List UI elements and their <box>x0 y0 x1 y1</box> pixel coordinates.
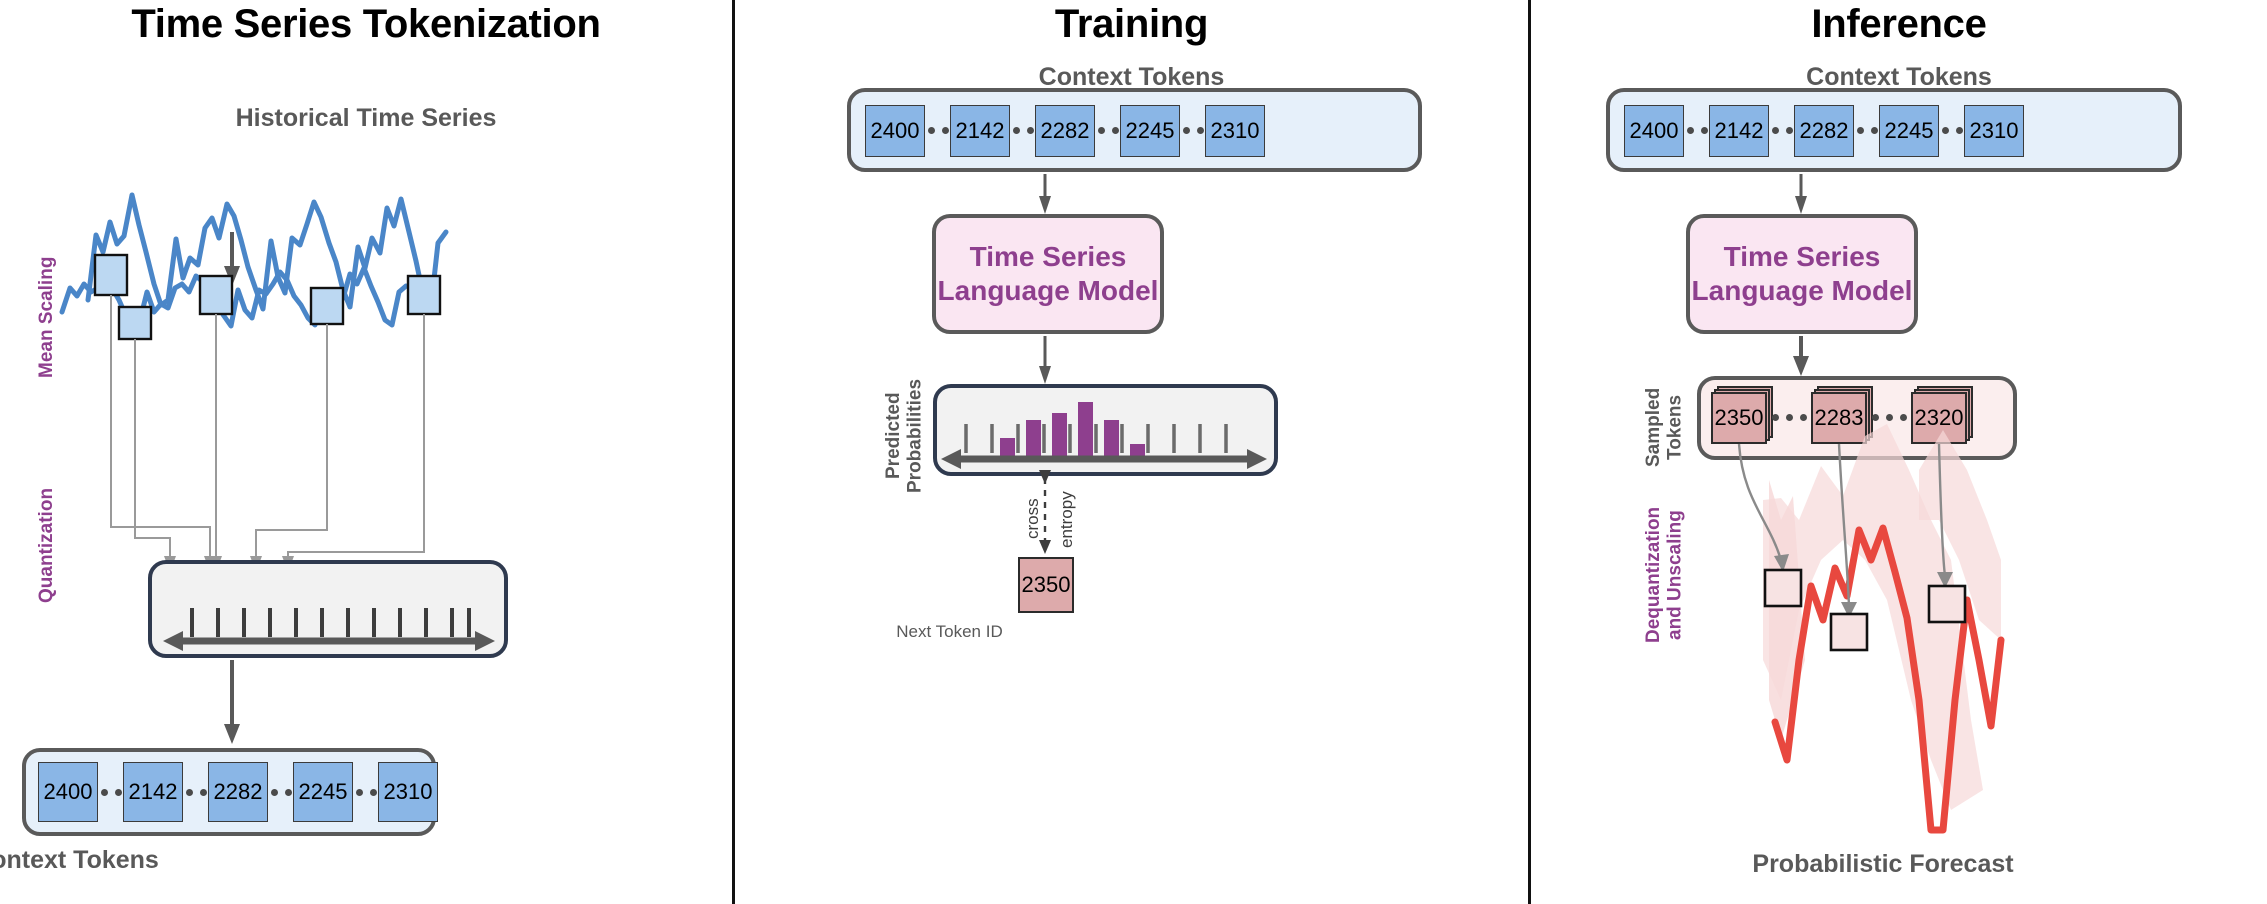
sampled-token-chip[interactable]: 2320 <box>1911 392 1967 444</box>
token-chip[interactable]: 2310 <box>1205 105 1265 157</box>
token-chip[interactable]: 2245 <box>1120 105 1180 157</box>
token-chip[interactable]: 2142 <box>1709 105 1769 157</box>
panel-title-training: Training <box>1054 2 1209 46</box>
mean-scaled-series-chart <box>59 259 409 329</box>
cross-entropy-label-a: cross <box>1023 498 1042 540</box>
token-chip[interactable]: 2142 <box>950 105 1010 157</box>
context-tokens-caption-training: Context Tokens <box>1038 63 1225 91</box>
panel-divider-2 <box>1528 0 1531 904</box>
context-tokens-caption-inference: Context Tokens <box>1806 63 1992 91</box>
panel-divider-1 <box>732 0 735 904</box>
panel-inference: Inference Context Tokens 2400 2142 2282 … <box>1531 0 2267 904</box>
token-chip[interactable]: 2245 <box>293 762 353 822</box>
sampled-token-chip[interactable]: 2350 <box>1711 392 1767 444</box>
quantization-window-markers <box>93 253 442 341</box>
panel-title-inference: Inference <box>1811 2 1987 46</box>
historical-time-series-chart <box>85 192 449 312</box>
inference-arrow-to-model <box>1795 174 1807 214</box>
tokenization-output-arrow <box>224 660 240 744</box>
training-arrow-to-probs <box>1039 336 1051 384</box>
token-chip[interactable]: 2400 <box>865 105 925 157</box>
token-ellipsis <box>1871 405 1907 429</box>
token-chip[interactable]: 2142 <box>123 762 183 822</box>
next-token-caption: Next Token ID <box>896 622 1003 641</box>
predicted-probabilities-chart <box>941 402 1267 469</box>
forecast-marker-connectors <box>1737 443 1953 618</box>
token-chip[interactable]: 2400 <box>1624 105 1684 157</box>
model-box-training: Time Series Language Model <box>932 214 1164 334</box>
model-line-1: Time Series <box>1723 240 1881 272</box>
cross-entropy-label-b: entropy <box>1057 491 1076 549</box>
panel-tokenization: Time Series Tokenization Historical Time… <box>0 0 732 904</box>
cross-entropy-connector <box>1039 470 1051 554</box>
model-box-inference: Time Series Language Model <box>1686 214 1918 334</box>
token-chip[interactable]: 2245 <box>1879 105 1939 157</box>
historical-series-caption: Historical Time Series <box>235 104 497 132</box>
forecast-sample-markers <box>1763 568 1967 652</box>
training-arrow-to-model <box>1039 174 1051 214</box>
token-chip[interactable]: 2282 <box>1794 105 1854 157</box>
token-chip[interactable]: 2282 <box>1035 105 1095 157</box>
probabilistic-forecast-caption: Probabilistic Forecast <box>1752 850 2014 878</box>
model-box-label-inference: Time Series Language Model <box>1690 218 1914 330</box>
token-chip[interactable]: 2400 <box>38 762 98 822</box>
inference-arrow-to-sampled <box>1793 336 1809 376</box>
model-line-1: Time Series <box>969 240 1127 272</box>
context-tokens-caption-tokenization: Context Tokens <box>0 846 159 874</box>
quantization-axis <box>163 608 495 651</box>
token-ellipsis <box>1771 405 1807 429</box>
model-line-2: Language Model <box>937 275 1159 306</box>
token-chip[interactable]: 2282 <box>208 762 268 822</box>
sampled-token-chip[interactable]: 2283 <box>1811 392 1867 444</box>
panel-training: Training Context Tokens 2400 2142 2282 2… <box>735 0 1528 904</box>
model-box-label-training: Time Series Language Model <box>936 218 1160 330</box>
next-token-chip[interactable]: 2350 <box>1018 557 1074 613</box>
token-chip[interactable]: 2310 <box>1964 105 2024 157</box>
token-chip[interactable]: 2310 <box>378 762 438 822</box>
model-line-2: Language Model <box>1691 275 1913 306</box>
panel-title-tokenization: Time Series Tokenization <box>131 2 601 46</box>
